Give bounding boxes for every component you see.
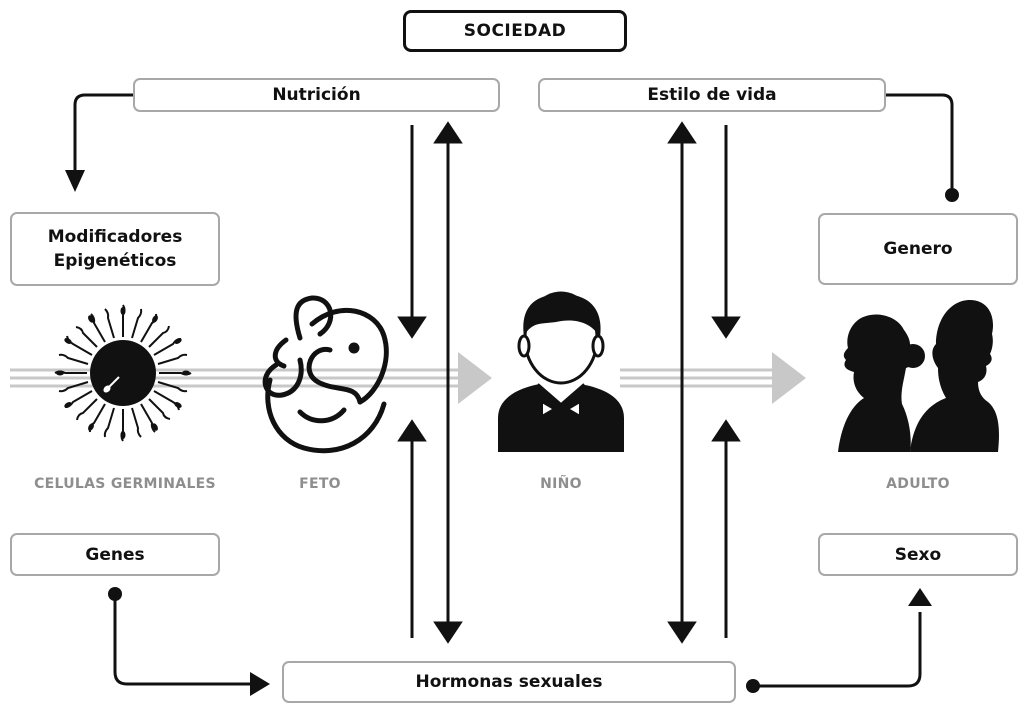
connector-genes-hormones — [113, 595, 252, 686]
connector-hormones-sex — [753, 612, 922, 688]
arrowhead-hormones-in — [250, 672, 270, 696]
epigenetic-label-line2: Epigenéticos — [53, 251, 177, 271]
stage-label-germ-cells: CELULAS GERMINALES — [34, 476, 216, 492]
connector-nutrition-epigenetic — [65, 93, 133, 192]
genes-label: Genes — [85, 544, 145, 565]
sex-box: Sexo — [818, 533, 1018, 576]
vertical-arrows-right — [667, 121, 741, 644]
lifestyle-label: Estilo de vida — [647, 85, 777, 105]
stage-label-child: NIÑO — [540, 476, 582, 492]
genes-box: Genes — [10, 533, 220, 576]
adult-couple-icon — [838, 300, 999, 452]
epigenetic-box: Modificadores Epigenéticos — [10, 212, 220, 286]
connector-dot-genes — [108, 587, 122, 601]
connector-dot-hormones — [746, 679, 760, 693]
vertical-arrows-left — [397, 121, 463, 644]
epigenetic-label-line1: Modificadores — [47, 227, 183, 247]
connector-dot-gender — [945, 188, 959, 202]
lifestyle-box: Estilo de vida — [538, 78, 886, 112]
fetus-icon — [262, 295, 389, 454]
connector-lifestyle-gender — [886, 93, 954, 194]
society-label: SOCIEDAD — [463, 21, 567, 41]
gender-box: Genero — [818, 213, 1018, 285]
society-box: SOCIEDAD — [403, 10, 627, 52]
gender-label: Genero — [883, 239, 953, 259]
timeline-arrow-2 — [772, 352, 806, 404]
timeline-arrow-1 — [458, 352, 492, 404]
nutrition-box: Nutrición — [133, 78, 500, 112]
stage-label-fetus: FETO — [299, 476, 341, 492]
hormones-label: Hormonas sexuales — [415, 672, 603, 692]
hormones-box: Hormonas sexuales — [282, 661, 736, 703]
sex-label: Sexo — [894, 544, 942, 565]
arrowhead-sex-in — [908, 588, 932, 606]
germ-cell-icon — [54, 304, 192, 442]
stage-label-adult: ADULTO — [886, 476, 950, 492]
nutrition-label: Nutrición — [272, 85, 361, 105]
child-icon — [498, 291, 624, 452]
